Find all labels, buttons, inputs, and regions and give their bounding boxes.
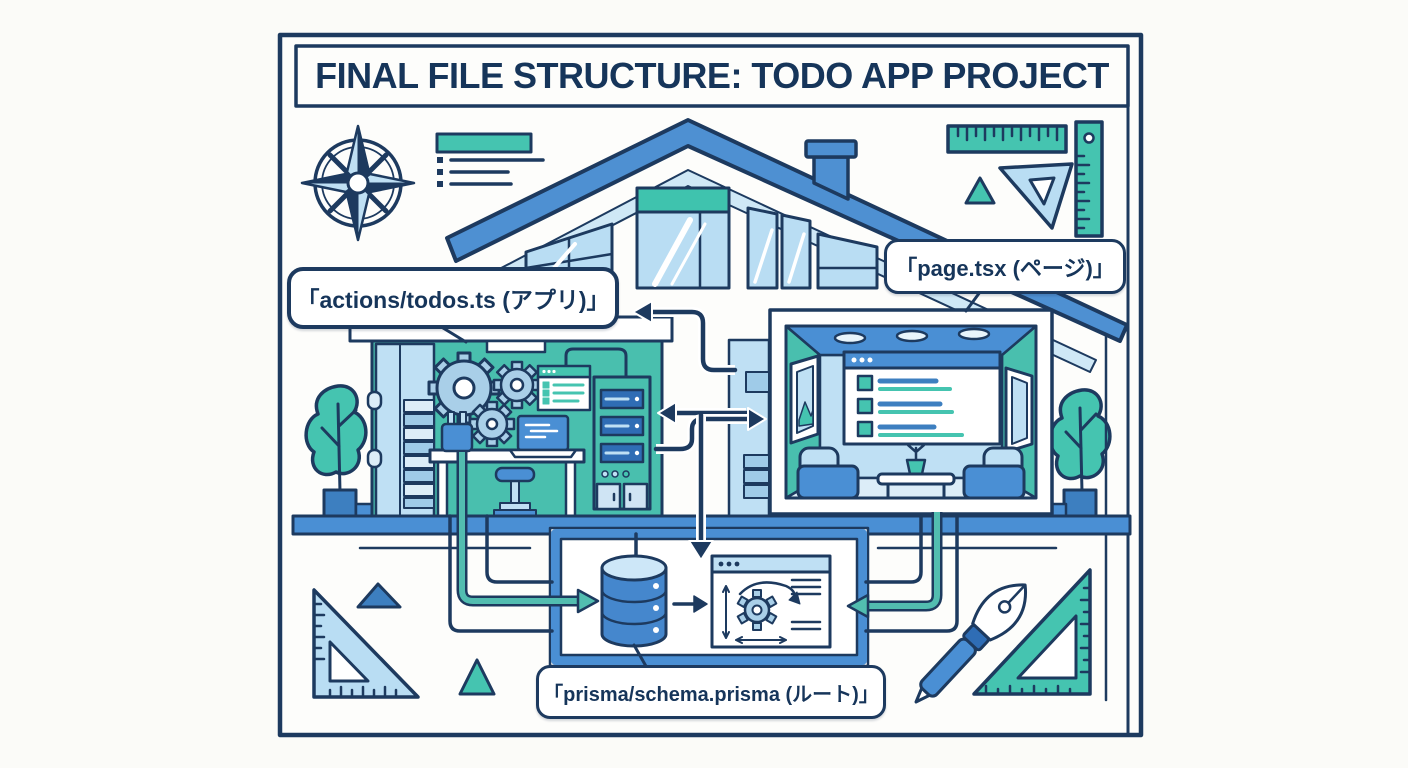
teal-pipe-right [846,512,943,619]
todo-row [856,397,954,415]
schema-blueprint-icon [710,554,832,649]
arrow-down-to-basement-icon [688,412,714,561]
attic-window-center [635,186,731,290]
label-prisma-schema-text: 「prisma/schema.prisma (ルート)」 [543,683,879,706]
label-page-tsx-text: 「page.tsx (ページ)」 [895,255,1115,281]
window-right-wall [1004,366,1034,454]
set-square-top-right-icon [998,162,1074,230]
gear-icon-small [468,400,516,448]
todo-row [856,420,964,438]
arrow-page-to-actions-icon [632,300,738,375]
tree-right-icon [1044,388,1112,518]
legend-list-icon [435,132,545,187]
ceiling-light-icon [957,327,991,341]
fountain-pen-icon [914,583,1028,704]
arrow-left-icon [657,401,749,425]
coffee-table-icon [876,472,956,500]
door-panel [366,342,436,518]
label-page-tsx: 「page.tsx (ページ)」 [884,239,1126,294]
page-title: FINAL FILE STRUCTURE: TODO APP PROJECT [315,55,1109,96]
pipes [448,452,959,633]
label-prisma-schema: 「prisma/schema.prisma (ルート)」 [536,665,886,719]
gear-icon-medium [492,360,542,410]
chimney-icon [804,139,858,201]
flow-arrows [632,300,767,561]
todo-row [856,374,952,392]
plug-icon [440,411,474,453]
label-actions-todos: 「actions/todos.ts (アプリ)」 [287,267,619,329]
set-square-bottom-left-icon [312,588,420,699]
teal-pipe-left [456,452,600,614]
stool-icon [493,466,537,517]
database-icon [600,554,668,648]
browser-window-icon [536,364,592,412]
compass-rose-icon [300,124,416,242]
ceiling-light-icon [895,329,929,343]
living-room [768,308,1054,516]
server-rack-icon [592,375,652,511]
ceiling-light-icon [833,331,867,345]
todo-list-screen-icon [842,350,1002,446]
triangle-bottom-left-teal-icon [458,658,496,696]
attic-window-right [746,206,879,290]
picture-frame-icon [789,354,820,445]
triangle-bottom-left-blue-icon [356,582,402,609]
laptop-icon [508,414,578,459]
workshop-room [348,315,674,518]
ruler-horizontal-icon [946,124,1068,154]
label-actions-todos-text: 「actions/todos.ts (アプリ)」 [296,287,610,313]
set-square-bottom-right-icon [972,568,1092,696]
arrow-db-to-schema-icon [672,595,708,613]
triangle-top-right-icon [964,176,996,205]
ruler-vertical-icon [1074,120,1104,238]
